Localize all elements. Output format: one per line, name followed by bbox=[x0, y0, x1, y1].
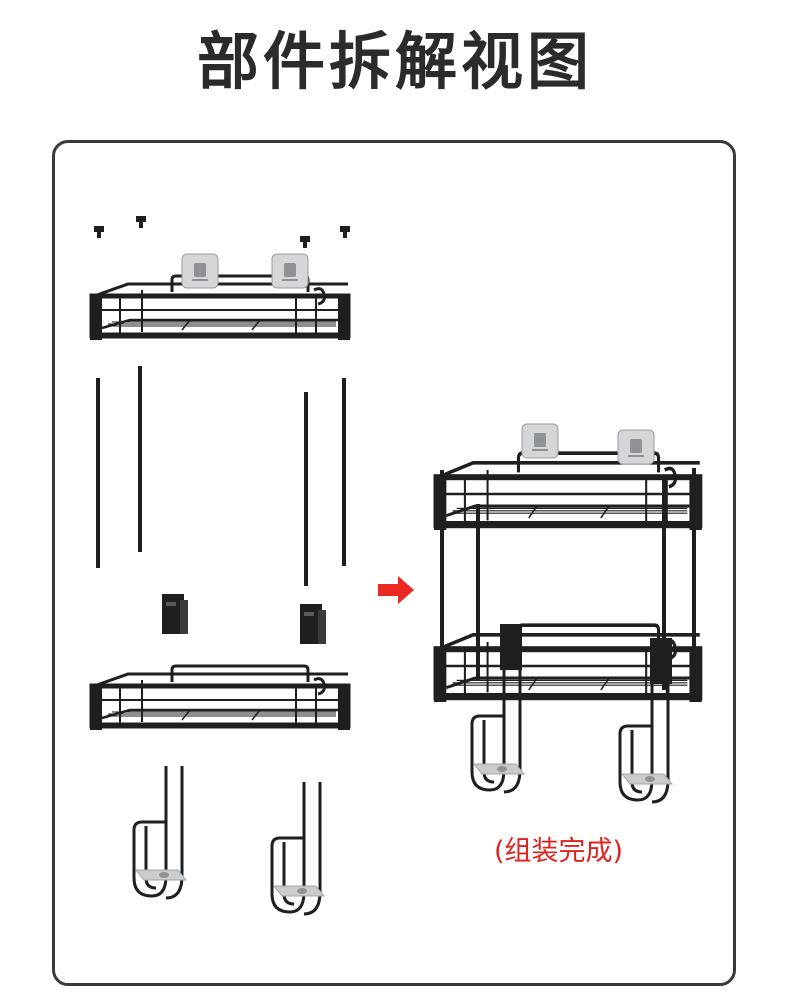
wall-pad-3 bbox=[521, 423, 559, 459]
feet bbox=[132, 764, 326, 916]
bracket-2 bbox=[300, 604, 326, 644]
upper-shelf bbox=[90, 253, 350, 340]
brackets bbox=[162, 594, 326, 644]
diagram-frame bbox=[52, 140, 736, 986]
assembly-complete-caption: (组装完成) bbox=[494, 836, 624, 867]
screw-1 bbox=[94, 226, 104, 238]
wall-pad-1 bbox=[181, 253, 219, 289]
screw-3 bbox=[300, 236, 310, 248]
support-rods bbox=[96, 366, 346, 586]
screw-4 bbox=[340, 226, 350, 238]
red-right-arrow-icon bbox=[378, 576, 414, 604]
wall-pad-4 bbox=[617, 429, 655, 465]
assembled-rack bbox=[434, 423, 702, 804]
lower-shelf bbox=[90, 666, 350, 730]
foot-2 bbox=[270, 780, 326, 916]
screw-2 bbox=[136, 216, 146, 228]
page-title: 部件拆解视图 bbox=[196, 25, 593, 98]
bracket-1 bbox=[162, 594, 188, 634]
screws bbox=[94, 216, 350, 248]
wall-pad-2 bbox=[271, 253, 309, 289]
foot-1 bbox=[132, 764, 188, 900]
